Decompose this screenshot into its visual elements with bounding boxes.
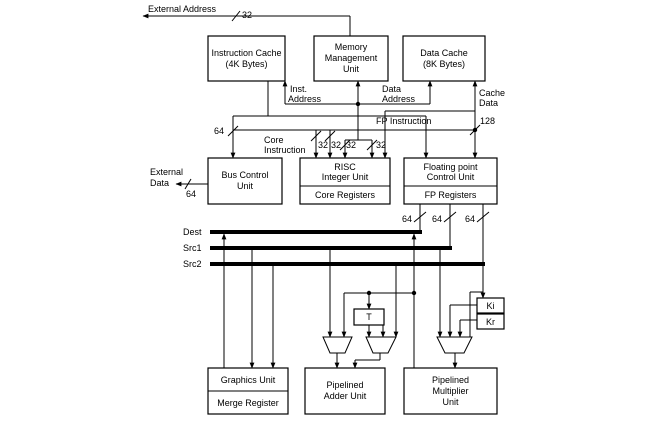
ki-register-box: Ki [476, 297, 505, 314]
data-cache-box: Data Cache (8K Bytes) [402, 35, 486, 82]
mmu-label-1: Memory [335, 42, 368, 52]
adder-unit-connections [327, 233, 417, 369]
risc-label-1: RISC [334, 162, 356, 172]
adder-label-1: Pipelined [326, 380, 363, 390]
inst-address-label-2: Address [288, 94, 322, 104]
multiplier-label-1: Pipelined [432, 375, 469, 385]
data-cache-label: Data Cache [420, 48, 468, 58]
external-data-label-1: External [150, 167, 183, 177]
graphics-unit-connections [221, 233, 276, 369]
memory-management-unit-box: Memory Management Unit [313, 35, 389, 82]
core-registers-label: Core Registers [315, 190, 376, 200]
kr-register-box: Kr [476, 313, 505, 330]
fp-control-unit-box: Floating point Control Unit FP Registers [403, 157, 498, 205]
merge-register-label: Merge Register [217, 398, 279, 408]
ki-label: Ki [486, 301, 494, 311]
width-64-fp-c: 64 [465, 214, 475, 224]
data-address-label-1: Data [382, 84, 401, 94]
width-64-bus-label: 64 [214, 126, 224, 136]
pipelined-adder-box: Pipelined Adder Unit [304, 367, 386, 415]
dest-bus-label: Dest [183, 227, 202, 237]
instruction-cache-box: Instruction Cache (4K Bytes) [207, 35, 286, 82]
multiplier-connections [437, 250, 486, 369]
data-cache-size: (8K Bytes) [423, 59, 465, 69]
external-address-width: 32 [242, 10, 252, 20]
width-64-fp-a: 64 [402, 214, 412, 224]
external-data-label-2: Data [150, 178, 169, 188]
mmu-label-3: Unit [343, 64, 360, 74]
src2-bus-label: Src2 [183, 259, 202, 269]
external-address-label: External Address [148, 4, 217, 14]
external-address-path [142, 10, 351, 36]
instruction-cache-label: Instruction Cache [211, 48, 281, 58]
bus-control-label-1: Bus Control [221, 170, 268, 180]
t-register-label: T [366, 312, 372, 322]
internal-buses [210, 230, 485, 266]
inst-address-label-1: Inst. [290, 84, 307, 94]
width-32-c: 32 [346, 140, 356, 150]
external-data-width: 64 [186, 189, 196, 199]
width-32-d: 32 [376, 140, 386, 150]
instruction-cache-size: (4K Bytes) [225, 59, 267, 69]
graphics-unit-label: Graphics Unit [221, 375, 276, 385]
external-data-path [175, 178, 208, 190]
cache-interconnect [227, 80, 481, 159]
cache-data-label-2: Data [479, 98, 498, 108]
core-instruction-label-2: Instruction [264, 145, 306, 155]
adder-mux-right [365, 336, 397, 354]
multiplier-mux [436, 336, 473, 354]
pipelined-multiplier-box: Pipelined Multiplier Unit [403, 367, 498, 415]
cache-data-label-1: Cache [479, 88, 505, 98]
data-address-label-2: Address [382, 94, 416, 104]
fpcu-label-2: Control Unit [427, 172, 475, 182]
kr-label: Kr [486, 317, 495, 327]
t-register-box: T [353, 308, 385, 326]
adder-label-2: Adder Unit [324, 391, 367, 401]
adder-mux-left [322, 336, 353, 354]
bus-control-label-2: Unit [237, 181, 254, 191]
mmu-label-2: Management [325, 53, 378, 63]
src1-bus-label: Src1 [183, 243, 202, 253]
bus-control-unit-box: Bus Control Unit [207, 157, 283, 205]
fp-register-outputs [413, 204, 490, 264]
width-64-fp-b: 64 [432, 214, 442, 224]
width-32-a: 32 [318, 140, 328, 150]
multiplier-label-2: Multiplier [432, 386, 468, 396]
fp-registers-label: FP Registers [425, 190, 477, 200]
width-128-label: 128 [480, 116, 495, 126]
width-32-b: 32 [331, 140, 341, 150]
fp-instruction-label: FP Instruction [376, 116, 431, 126]
risc-label-2: Integer Unit [322, 172, 369, 182]
graphics-unit-box: Graphics Unit Merge Register [207, 367, 289, 415]
multiplier-label-3: Unit [442, 397, 459, 407]
risc-integer-unit-box: RISC Integer Unit Core Registers [299, 157, 391, 205]
fpcu-label-1: Floating point [423, 162, 478, 172]
core-instruction-label-1: Core [264, 135, 284, 145]
